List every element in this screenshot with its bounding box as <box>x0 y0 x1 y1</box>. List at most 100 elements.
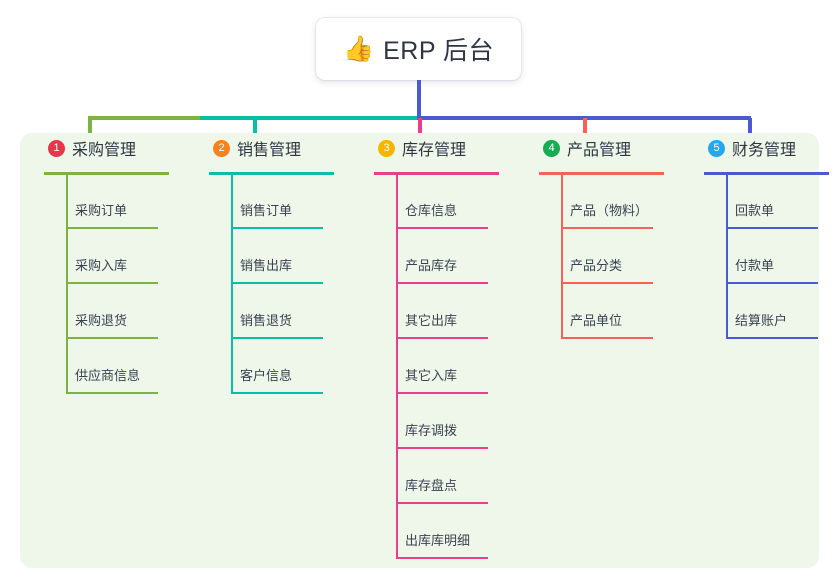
module-item[interactable]: 产品（物料） <box>539 172 689 229</box>
module-item-list: 产品（物料） 产品分类产品单位 <box>539 172 689 339</box>
module-item-label: 付款单 <box>735 258 775 273</box>
module-item-rule <box>561 337 653 339</box>
module-item[interactable]: 供应商信息 <box>44 337 194 394</box>
module-item-rule <box>396 337 488 339</box>
module-item-rule <box>66 227 158 229</box>
root-node-erp-backend[interactable]: 👍 ERP 后台 <box>316 18 521 80</box>
module-item-label: 产品单位 <box>570 313 623 328</box>
module-item[interactable]: 销售出库 <box>209 227 359 284</box>
module-item-label: 其它入库 <box>405 368 458 383</box>
module-header-3[interactable]: 3 库存管理 <box>374 133 524 163</box>
module-item-label: 采购退货 <box>75 313 128 328</box>
module-item-label: 产品库存 <box>405 258 458 273</box>
bus-segment-green <box>88 116 202 120</box>
module-item[interactable]: 产品库存 <box>374 227 524 284</box>
module-item-rule <box>396 282 488 284</box>
module-column-4: 4 产品管理产品（物料） 产品分类产品单位 <box>539 133 689 339</box>
module-item-list: 仓库信息产品库存其它出库其它入库库存调拨库存盘点出库库明细 <box>374 172 524 559</box>
module-item-rule <box>396 557 488 559</box>
module-item-label: 回款单 <box>735 203 775 218</box>
module-item-rule <box>66 337 158 339</box>
module-title: 销售管理 <box>237 142 302 159</box>
branch-drop-1 <box>88 118 92 146</box>
module-item-rule <box>396 227 488 229</box>
module-item-label: 库存盘点 <box>405 478 458 493</box>
branch-drop-2 <box>253 118 257 146</box>
module-item-label: 其它出库 <box>405 313 458 328</box>
module-title: 产品管理 <box>567 142 632 159</box>
module-item-rule <box>726 227 818 229</box>
module-item-rule <box>231 392 323 394</box>
module-header-2[interactable]: 2 销售管理 <box>209 133 359 163</box>
module-column-3: 3 库存管理仓库信息产品库存其它出库其它入库库存调拨库存盘点出库库明细 <box>374 133 524 559</box>
module-item[interactable]: 其它入库 <box>374 337 524 394</box>
module-item-rule <box>726 282 818 284</box>
module-item[interactable]: 结算账户 <box>704 282 839 339</box>
module-item-rule <box>396 502 488 504</box>
module-item[interactable]: 其它出库 <box>374 282 524 339</box>
branch-drop-5 <box>748 118 752 146</box>
module-header-rule <box>704 172 829 175</box>
module-item-rule <box>396 447 488 449</box>
module-item-rule <box>231 337 323 339</box>
module-title: 采购管理 <box>72 142 137 159</box>
module-spine <box>561 172 563 337</box>
module-item-label: 销售出库 <box>240 258 293 273</box>
module-item-label: 销售订单 <box>240 203 293 218</box>
module-item-list: 销售订单销售出库销售退货客户信息 <box>209 172 359 394</box>
module-item-label: 产品分类 <box>570 258 623 273</box>
thumbs-up-icon: 👍 <box>342 34 375 63</box>
module-item[interactable]: 产品分类 <box>539 227 689 284</box>
module-item[interactable]: 销售退货 <box>209 282 359 339</box>
modules-panel: 1 采购管理采购订单采购入库采购退货供应商信息 2 销售管理销售订单销售出库销售退货客… <box>20 133 829 568</box>
module-item-label: 结算账户 <box>735 313 788 328</box>
module-header-rule <box>209 172 334 175</box>
module-item-label: 客户信息 <box>240 368 293 383</box>
module-item-rule <box>66 392 158 394</box>
module-item-rule <box>726 337 818 339</box>
module-item[interactable]: 付款单 <box>704 227 839 284</box>
module-item-rule <box>66 282 158 284</box>
module-title: 库存管理 <box>402 142 467 159</box>
module-item[interactable]: 库存调拨 <box>374 392 524 449</box>
module-number-badge: 5 <box>708 139 725 157</box>
module-item-label: 库存调拨 <box>405 423 458 438</box>
module-item-list: 回款单付款单结算账户 <box>704 172 839 339</box>
trunk-connector <box>417 80 421 118</box>
bus-segment-teal <box>200 116 419 120</box>
module-spine <box>396 172 398 557</box>
module-header-4[interactable]: 4 产品管理 <box>539 133 689 163</box>
root-node-label: ERP 后台 <box>383 37 495 65</box>
module-header-5[interactable]: 5 财务管理 <box>704 133 839 163</box>
module-header-rule <box>374 172 499 175</box>
module-item[interactable]: 仓库信息 <box>374 172 524 229</box>
module-header-1[interactable]: 1 采购管理 <box>44 133 194 163</box>
module-item-label: 仓库信息 <box>405 203 458 218</box>
module-item[interactable]: 采购退货 <box>44 282 194 339</box>
module-column-2: 2 销售管理销售订单销售出库销售退货客户信息 <box>209 133 359 394</box>
module-header-rule <box>44 172 169 175</box>
module-item[interactable]: 产品单位 <box>539 282 689 339</box>
module-title: 财务管理 <box>732 142 797 159</box>
module-item[interactable]: 出库库明细 <box>374 502 524 559</box>
module-header-rule <box>539 172 664 175</box>
module-column-5: 5 财务管理回款单付款单结算账户 <box>704 133 839 339</box>
module-item[interactable]: 库存盘点 <box>374 447 524 504</box>
module-number-badge: 2 <box>213 139 230 157</box>
module-number-badge: 1 <box>48 139 65 157</box>
module-number-badge: 4 <box>543 139 560 157</box>
branch-drop-4 <box>583 118 587 146</box>
module-item[interactable]: 采购入库 <box>44 227 194 284</box>
module-item-label: 出库库明细 <box>405 533 471 548</box>
module-item[interactable]: 采购订单 <box>44 172 194 229</box>
module-item-list: 采购订单采购入库采购退货供应商信息 <box>44 172 194 394</box>
module-item-label: 采购入库 <box>75 258 128 273</box>
module-item-label: 供应商信息 <box>75 368 141 383</box>
module-item[interactable]: 客户信息 <box>209 337 359 394</box>
module-item-rule <box>561 227 653 229</box>
module-number-badge: 3 <box>378 139 395 157</box>
module-spine <box>726 172 728 337</box>
module-item[interactable]: 回款单 <box>704 172 839 229</box>
module-item[interactable]: 销售订单 <box>209 172 359 229</box>
